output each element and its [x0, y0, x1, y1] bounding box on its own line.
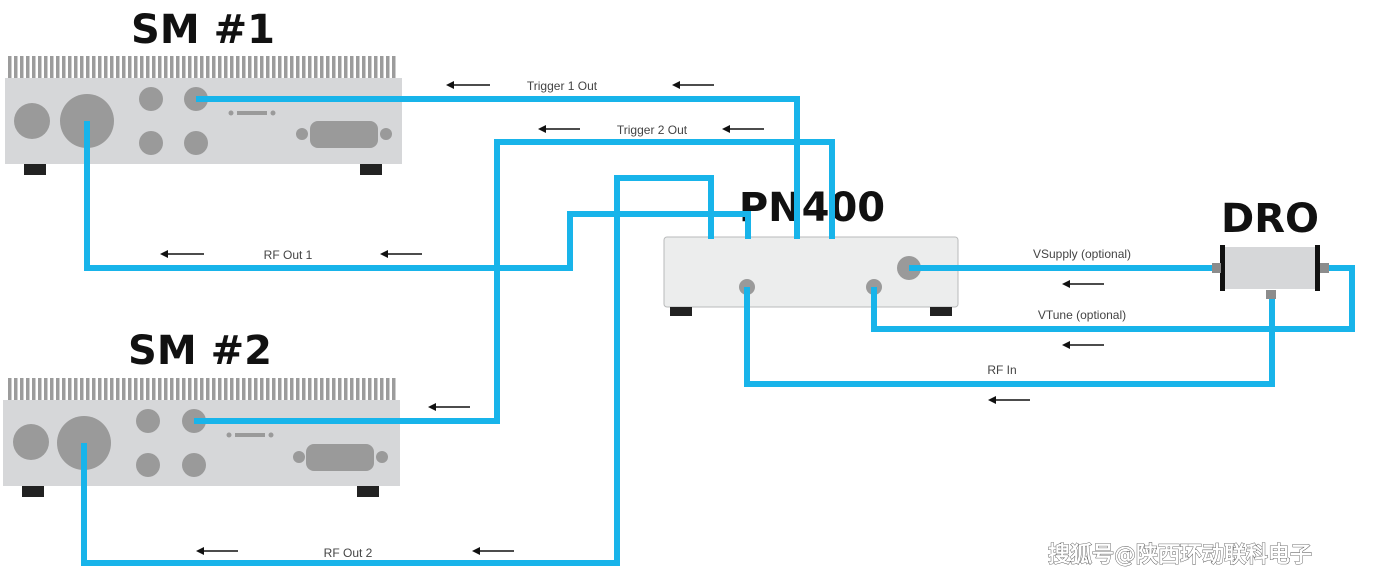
- dro-body: [1222, 247, 1318, 289]
- sm1-port-3[interactable]: [139, 131, 163, 155]
- trigger1-cable: [196, 96, 800, 239]
- dro-left-flange: [1220, 245, 1225, 291]
- sm2-port-4[interactable]: [182, 453, 206, 477]
- trigger1-label: Trigger 1 Out: [527, 79, 598, 93]
- sm1-db-connector[interactable]: [296, 121, 392, 148]
- rf-in-cable: [744, 287, 1275, 387]
- vsupply-arrow-icon: [1062, 280, 1104, 288]
- pn400-device: PN400: [663, 185, 959, 316]
- sm1-port-4[interactable]: [184, 131, 208, 155]
- rf-out1-arrow-left-icon: [160, 250, 204, 258]
- dro-device: DRO: [1212, 196, 1329, 299]
- sm2-indicator: [226, 432, 274, 438]
- trigger2-cable: [194, 139, 835, 424]
- pn400-chassis: [663, 236, 959, 308]
- rf-out2-arrow-left-icon: [196, 547, 238, 555]
- watermark: 搜狐号@陕西环动联科电子: [1048, 542, 1312, 568]
- sm1-indicator: [228, 110, 276, 116]
- vsupply-label: VSupply (optional): [1033, 247, 1131, 261]
- rf-out2-cable: [81, 175, 714, 566]
- pn400-foot-left: [670, 307, 692, 316]
- dro-vsupply-connector[interactable]: [1212, 263, 1221, 273]
- dro-title: DRO: [1221, 196, 1319, 242]
- trigger2-arrow-right-icon: [722, 125, 764, 133]
- trigger1-arrow-left-icon: [446, 81, 490, 89]
- sm1-foot-left: [24, 164, 46, 175]
- rf-out2-arrow-right-icon: [472, 547, 514, 555]
- sm2-db-connector[interactable]: [293, 444, 388, 471]
- pn400-foot-right: [930, 307, 952, 316]
- sm2-knob-small[interactable]: [13, 424, 49, 460]
- sm2-port-1[interactable]: [136, 409, 160, 433]
- rf-in-label: RF In: [987, 363, 1016, 377]
- rf-out1-arrow-right-icon: [380, 250, 422, 258]
- dro-rf-connector[interactable]: [1266, 290, 1276, 299]
- sm2-foot-left: [22, 486, 44, 497]
- sm2-heatsink: [6, 378, 396, 400]
- rf-out1-label: RF Out 1: [264, 248, 313, 262]
- trigger2-label: Trigger 2 Out: [617, 123, 688, 137]
- rf-out1-cable: [84, 121, 751, 271]
- sm1-device: SM #1: [5, 7, 402, 175]
- vtune-label: VTune (optional): [1038, 308, 1126, 322]
- sm1-port-1[interactable]: [139, 87, 163, 111]
- sm1-heatsink: [8, 56, 398, 78]
- sm2-title: SM #2: [128, 328, 272, 374]
- dro-right-flange: [1315, 245, 1320, 291]
- sm2-device: SM #2: [3, 328, 400, 497]
- trigger2-arrow-left-icon: [538, 125, 580, 133]
- sm1-foot-right: [360, 164, 382, 175]
- dro-vtune-connector[interactable]: [1320, 263, 1329, 273]
- rf-in-arrow-icon: [988, 396, 1030, 404]
- rf-out2-label: RF Out 2: [324, 546, 373, 560]
- sm1-title: SM #1: [131, 7, 275, 53]
- vtune-arrow-icon: [1062, 341, 1104, 349]
- sm1-knob-small[interactable]: [14, 103, 50, 139]
- trigger2-arrow-sm2-icon: [428, 403, 470, 411]
- pn400-title: PN400: [739, 185, 885, 231]
- trigger1-arrow-right-icon: [672, 81, 714, 89]
- vtune-cable: [871, 265, 1355, 332]
- sm2-foot-right: [357, 486, 379, 497]
- sm2-port-3[interactable]: [136, 453, 160, 477]
